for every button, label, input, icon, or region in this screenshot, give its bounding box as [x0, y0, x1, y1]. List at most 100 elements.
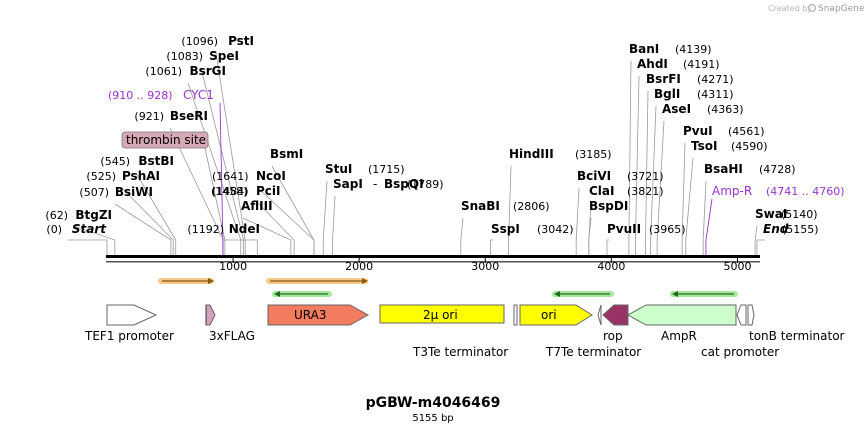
site-pos-pvui: (4561) [728, 125, 765, 138]
site-connector-bspdi [588, 217, 592, 255]
site-bsmi: BsmI [270, 147, 303, 161]
primer-name-amp-r: Amp-R [712, 184, 752, 198]
site-pos-psti: (1096) [181, 35, 218, 48]
site-name-bgli: BglI [654, 87, 680, 101]
site-connector-bgli [650, 105, 657, 255]
tag-label: thrombin site [126, 133, 206, 147]
site-name-bcivi: BciVI [577, 169, 611, 183]
site-pos-bani: (4139) [675, 43, 712, 56]
site-pos-swai: (5140) [781, 208, 818, 221]
site-pvuii: PvuII(3965) [607, 222, 686, 236]
site-pos-ndei: (1192) [187, 223, 224, 236]
plasmid-length: 5155 bp [412, 413, 453, 424]
site-pos-spei: (1083) [166, 50, 203, 63]
site-name-btgzi: BtgZI [75, 208, 112, 222]
feature-label-tonb-terminator: tonB terminator [749, 329, 845, 343]
site-bcivi: BciVI(3721) [577, 169, 664, 183]
site-name-bsiwi: BsiWI [115, 185, 153, 199]
dna-backbone-strand [106, 261, 760, 263]
site-bsahi: BsaHI (4728) [704, 162, 796, 176]
feature-label-tef1-promoter: TEF1 promoter [84, 329, 174, 343]
site-pos-bgli: (4311) [697, 88, 734, 101]
site-pos-asei: (4363) [707, 103, 744, 116]
site-name-bsahi: BsaHI [704, 162, 743, 176]
feature-t3te-terminator [513, 304, 518, 326]
site-connector-pshai [121, 187, 174, 255]
site-pos-ncoi: (1641) [212, 170, 249, 183]
site-connector-btgzi [73, 225, 116, 255]
site-name-bsrgi: BsrGI [189, 64, 226, 78]
feature-ori [519, 304, 593, 326]
site-name-pvui: PvuI [683, 124, 713, 138]
site-name-pcii: PciI [256, 184, 281, 198]
feature-label-t3te-terminator: T3Te terminator [412, 345, 508, 359]
primer-name-cyc1: CYC1 [183, 88, 214, 102]
site-connector-start [68, 239, 108, 255]
orf-arrowhead [362, 278, 368, 284]
ruler-tick-label: 1000 [219, 260, 247, 273]
feature-2mu-ori-label: 2μ ori [423, 308, 458, 322]
site-name-bani: BanI [629, 42, 659, 56]
site-connector-bsiwi [114, 203, 172, 255]
site-pshai: PshAI(525) [86, 169, 160, 183]
plasmid-title: pGBW-m4046469 [366, 395, 501, 411]
snapgene-logo-icon [807, 3, 817, 13]
site-pos-pvuii: (3965) [649, 223, 686, 236]
site-pos-clai: (3821) [627, 185, 664, 198]
orf-arrows [158, 278, 738, 297]
site-start: Start(0) [46, 222, 107, 236]
site-pos-btgzi: (62) [45, 209, 68, 222]
site-bspdi: BspDI [589, 199, 628, 213]
site-tsoi: TsoI(4590) [691, 139, 768, 153]
orf-arrowhead [554, 291, 560, 297]
site-bsiwi: BsiWI(507) [79, 185, 153, 199]
site-name-ahdi: AhdI [637, 57, 668, 71]
site-pos-sspi: (3042) [537, 223, 574, 236]
site-connector-bsrfi [645, 90, 649, 255]
site-name-sapi: SapI [333, 177, 363, 191]
site-name-bspqi: BspQI [384, 177, 424, 191]
site-name-bspdi: BspDI [589, 199, 628, 213]
feature-3xflag [205, 304, 216, 326]
orf-arrowhead [274, 291, 280, 297]
dna-backbone [106, 255, 760, 258]
site-name-spei: SpeI [209, 49, 239, 63]
ruler-tick-label: 4000 [597, 260, 625, 273]
tag-connector [204, 147, 226, 255]
feature-ampr [626, 304, 737, 326]
feature-ura3-label: URA3 [294, 308, 326, 322]
features: URA3 2μ ori ori [106, 304, 755, 326]
site-name-tsoi: TsoI [691, 139, 717, 153]
site-bstbi: BstBI(545) [100, 154, 174, 168]
primer-connector-cyc1 [219, 102, 224, 255]
site-pos-afliii: (1458) [211, 185, 248, 198]
site-name-bseri: BseRI [170, 109, 208, 123]
site-clai: ClaI (3821) [589, 184, 664, 198]
site-psti: PstI(1096) [181, 34, 254, 48]
site-name-end: End [763, 222, 789, 236]
site-connector-afliii [242, 217, 292, 255]
site-name-afliii: AflIII [241, 199, 273, 213]
site-name-clai: ClaI [589, 184, 614, 198]
site-btgzi: BtgZI (62) [45, 208, 112, 222]
site-ncoi: NcoI(1641) [212, 169, 286, 183]
site-labels: Start(0)BtgZI (62) BsiWI(507) PshAI(525)Bst… [45, 34, 844, 236]
site-pos-end: (5155) [782, 223, 819, 236]
site-connector-snabi [460, 217, 464, 255]
primer-amp-r: Amp-R(4741 .. 4760) [712, 184, 845, 198]
site-connector-swai [754, 225, 758, 255]
ruler-tick-label: 2000 [345, 260, 373, 273]
primer-connector-amp-r [705, 198, 713, 255]
site-sspi: SspI(3042) [491, 222, 574, 236]
site-connector-sspi [490, 239, 493, 255]
site-pos-pcii: (1484) [212, 185, 249, 198]
site-pos-bstbi: (545) [100, 155, 130, 168]
site-hindiii: HindIII(3185) [509, 147, 612, 161]
feature-label-3xflag: 3xFLAG [209, 329, 255, 343]
site-swai: SwaI(5140) [755, 207, 818, 221]
site-connector-ahdi [635, 75, 640, 255]
site-pos-bsahi: (4728) [759, 163, 796, 176]
site-pos-bseri: (921) [134, 110, 164, 123]
